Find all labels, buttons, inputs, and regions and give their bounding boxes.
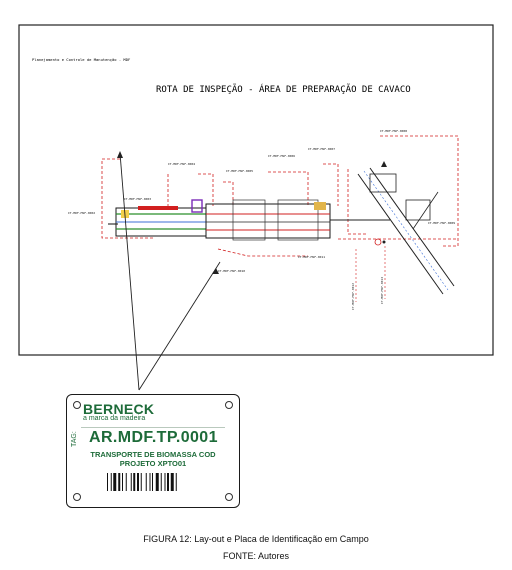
barcode-bar [155,473,159,491]
barcode [107,473,177,491]
tag-code: AR.MDF.TP.0001 [89,429,218,446]
brand-tagline: a marca da madeira [83,415,146,422]
identification-plate: BERNECK a marca da madeira TAG: AR.MDF.T… [66,394,240,508]
tag-label: IT-MDF-MSF-0011 [298,255,325,259]
layout-drawing: Planejamento e Controle de Manutenção - … [18,24,494,356]
barcode-bar [160,473,162,491]
screw-hole-icon [225,493,233,501]
equipment-line [108,167,455,302]
barcode-bar [167,473,169,491]
screw-hole-icon [225,401,233,409]
barcode-bar [113,473,117,491]
barcode-bar [118,473,121,491]
tag-label: IT-MDF-MSF-0008 [380,129,407,133]
barcode-bar [137,473,139,491]
tag-label: IT-MDF-MSF-0003 [124,197,151,201]
barcode-bar [175,473,177,491]
tag-label: IT-MDF-MSF-0013 [380,277,384,304]
barcode-bar [149,473,151,491]
tag-label: IT-MDF-MSF-0006 [268,154,295,158]
tag-label: IT-MDF-MSF-0005 [226,169,253,173]
tag-label: IT-MDF-MSF-0009 [428,221,455,225]
brand-logo: BERNECK [83,401,155,417]
barcode-bar [122,473,123,491]
drawing-title: ROTA DE INSPEÇÃO - ÁREA DE PREPARAÇÃO DE… [156,83,411,95]
tag-label: IT-MDF-MSF-0012 [351,283,355,310]
barcode-bar [125,473,127,491]
barcode-bar [107,473,108,491]
barcode-bar [164,473,166,491]
tag-label: IT-MDF-MSF-0002 [68,211,95,215]
barcode-bar [110,473,112,491]
tag-label: IT-MDF-MSF-0007 [308,147,335,151]
drawing-header: Planejamento e Controle de Manutenção - … [32,57,131,62]
drawing-frame [18,24,494,356]
barcode-bar [152,473,153,491]
barcode-bar [133,473,136,491]
figure-caption: FIGURA 12: Lay-out e Placa de Identifica… [143,534,369,544]
plate-description-line1: TRANSPORTE DE BIOMASSA COD [90,450,216,459]
screw-hole-icon [73,493,81,501]
barcode-bar [170,473,174,491]
barcode-bar [140,473,142,491]
screw-hole-icon [73,401,81,409]
tag-label: IT-MDF-MSF-0004 [168,162,195,166]
figure-source: FONTE: Autores [222,551,290,561]
barcode-bar [130,473,132,491]
plate-description-line2: PROJETO XPTO01 [119,459,187,468]
barcode-bar [145,473,147,491]
tag-label: IT-MDF-MSF-0010 [218,269,245,273]
tag-prefix: TAG: [71,431,78,447]
plate-divider [81,427,225,428]
